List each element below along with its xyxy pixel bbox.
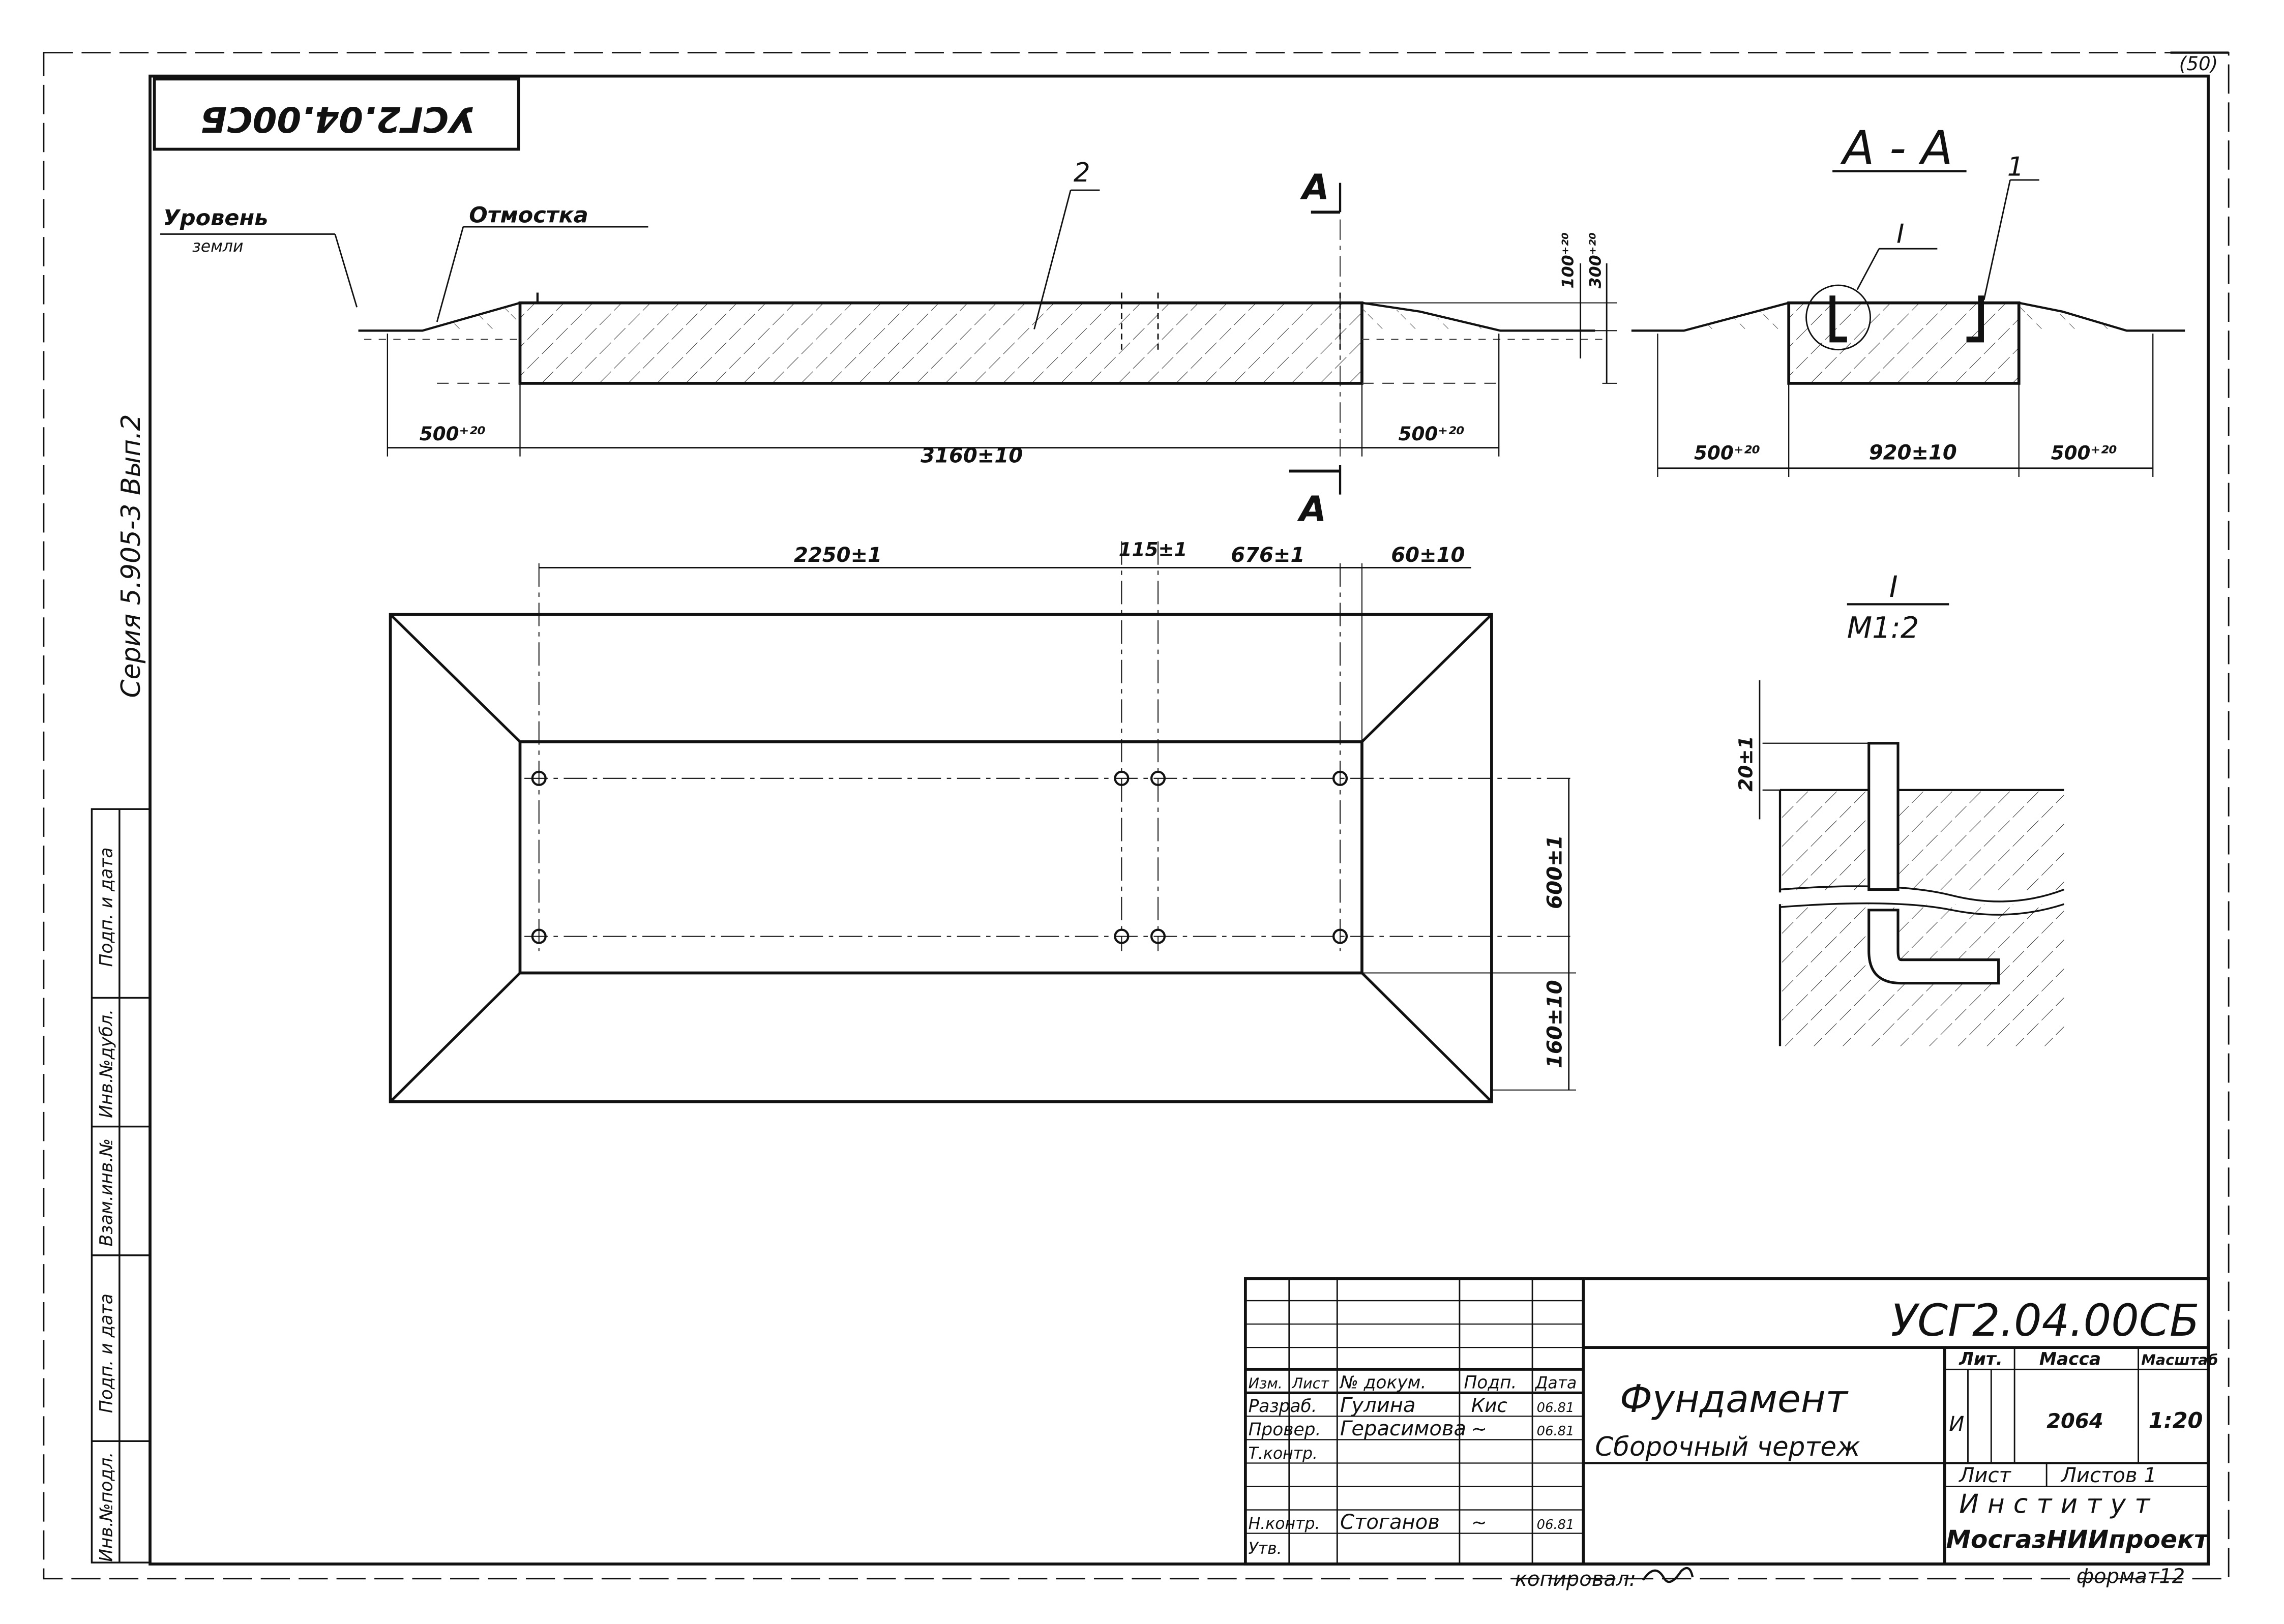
- elevation-view: [160, 183, 1617, 495]
- dim-plan-v1: 600±1: [1543, 835, 1566, 909]
- leader-1: 1: [2007, 152, 2024, 182]
- row-sign-2: ~: [1471, 1418, 1487, 1440]
- row-name-4: Стоганов: [1340, 1511, 1440, 1534]
- series-label: Серия 5.905-3 Вып.2: [116, 414, 146, 698]
- institute-line-2: МосгазНИИпроект: [1946, 1525, 2210, 1554]
- dim-sec-right: 500⁺²⁰: [2051, 441, 2117, 464]
- dim-height-top: 100⁺²⁰: [1559, 232, 1577, 289]
- col-header-date: Дата: [1534, 1374, 1577, 1393]
- strip-label-5: Подп. и дата: [97, 847, 117, 967]
- lit-header: Лит.: [1959, 1349, 2003, 1370]
- slope-label: Отмостка: [469, 202, 588, 228]
- row-name-1: Гулина: [1340, 1394, 1416, 1417]
- dim-plan-d: 60±10: [1391, 544, 1465, 567]
- strip-label-1: Инв.№подл.: [97, 1452, 117, 1562]
- sheets-label: Листов 1: [2060, 1464, 2157, 1487]
- page-number: (50): [2179, 52, 2218, 75]
- rotated-code: УСГ2.04.00СБ: [200, 99, 476, 139]
- title-designation: УСГ2.04.00СБ: [1891, 1296, 2200, 1346]
- row-role-4: Н.контр.: [1249, 1515, 1320, 1533]
- row-date-4: 06.81: [1537, 1517, 1575, 1532]
- detail-dim: 20±1: [1735, 736, 1757, 791]
- section-title: А - А: [1840, 121, 1953, 175]
- leader-2: 2: [1074, 158, 1090, 188]
- scale-header: Масштаб: [2141, 1351, 2218, 1369]
- format-label: формат12: [2077, 1565, 2185, 1588]
- dim-height-total: 300⁺²⁰: [1587, 232, 1605, 289]
- col-header-sign: Подп.: [1464, 1373, 1517, 1393]
- dim-plan-b: 115±1: [1119, 538, 1188, 560]
- title-block: [1243, 1277, 2210, 1566]
- institute-line-1: Институт: [1959, 1489, 2158, 1519]
- col-header-list: Лист: [1292, 1375, 1330, 1392]
- row-role-5: Утв.: [1249, 1540, 1282, 1558]
- strip-label-4: Инв.№дубл.: [97, 1009, 117, 1118]
- leader-I: I: [1896, 219, 1904, 250]
- left-stamp-strip: [91, 808, 151, 1563]
- rotated-code-box: УСГ2.04.00СБ: [153, 77, 520, 151]
- detail-view: [1759, 603, 2065, 1046]
- cut-label-bottom: А: [1297, 489, 1326, 529]
- copier-signature: [1642, 1567, 1694, 1583]
- row-role-2: Провер.: [1249, 1420, 1321, 1440]
- dim-elev-left: 500⁺²⁰: [420, 423, 486, 445]
- row-role-3: Т.контр.: [1249, 1445, 1318, 1463]
- copied-by: копировал:: [1515, 1568, 1636, 1591]
- mass-value: 2064: [2046, 1409, 2103, 1433]
- title-subname: Сборочный чертеж: [1595, 1432, 1860, 1462]
- lit-value: И: [1949, 1412, 1964, 1436]
- dim-elev-right: 500⁺²⁰: [1399, 423, 1465, 445]
- plan-view: [389, 541, 1577, 1103]
- detail-scale: М1:2: [1847, 611, 1919, 645]
- title-name: Фундамент: [1620, 1377, 1849, 1421]
- ground-label: Уровень: [163, 205, 269, 231]
- dim-plan-c: 676±1: [1231, 544, 1304, 567]
- scale-value: 1:20: [2149, 1408, 2203, 1433]
- col-header-izm: Изм.: [1249, 1375, 1283, 1392]
- ground-label-2: земли: [192, 237, 243, 256]
- col-header-doc: № докум.: [1339, 1373, 1426, 1393]
- row-sign-1: Кис: [1471, 1394, 1507, 1417]
- dim-sec-width: 920±10: [1869, 441, 1957, 464]
- row-date-1: 06.81: [1537, 1400, 1575, 1416]
- dim-plan-v2: 160±10: [1543, 980, 1566, 1068]
- row-sign-4: ~: [1471, 1511, 1487, 1533]
- detail-title: I: [1889, 570, 1898, 604]
- cut-label-top: А: [1300, 167, 1329, 207]
- section-view: [1631, 170, 2185, 477]
- dim-sec-left: 500⁺²⁰: [1694, 441, 1760, 464]
- row-date-2: 06.81: [1537, 1424, 1575, 1439]
- sheet-label: Лист: [1958, 1464, 2011, 1487]
- strip-label-3: Взам.инв.№: [97, 1138, 117, 1246]
- mass-header: Масса: [2039, 1349, 2101, 1370]
- row-name-2: Герасимова: [1340, 1417, 1466, 1440]
- strip-label-2: Подп. и дата: [97, 1294, 117, 1413]
- row-role-1: Разраб.: [1249, 1396, 1317, 1417]
- dim-plan-a: 2250±1: [794, 544, 882, 567]
- dim-elev-length: 3160±10: [921, 444, 1023, 467]
